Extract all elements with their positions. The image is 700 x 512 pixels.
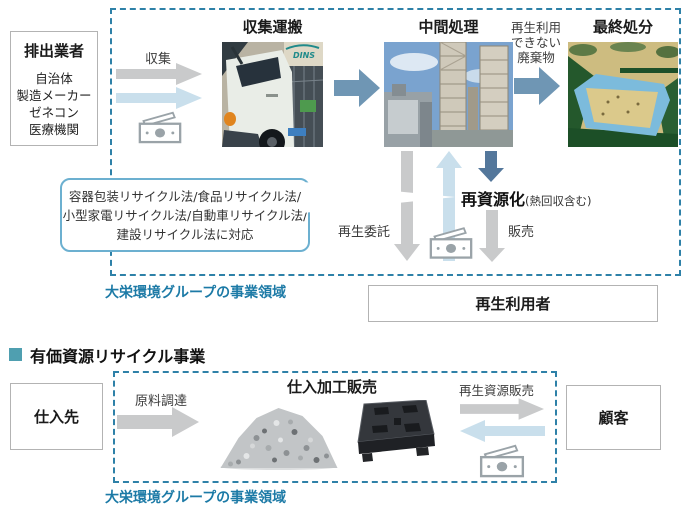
collection-truck-photo: DINS — [222, 42, 323, 147]
intermediate-title: 中間処理 — [418, 18, 479, 36]
section-header: 有価資源リサイクル事業 — [30, 347, 206, 366]
business-area-label-bottom: 大栄環境グループの事業領域 — [105, 490, 287, 506]
recycle-title: 再資源化 — [461, 190, 526, 209]
final-title: 最終処分 — [592, 18, 653, 36]
business-area-box-top — [110, 8, 681, 276]
collect-goods-arrow-icon — [116, 63, 202, 85]
source-box: 排出業者 自治体 製造メーカー ゼネコン 医療機関 — [10, 31, 98, 146]
recycle-suffix: (熱回収含む) — [525, 194, 592, 208]
source-item: 自治体 — [35, 70, 73, 86]
source-box-title: 排出業者 — [23, 41, 84, 60]
resource-sales-label: 再生資源販売 — [459, 383, 535, 398]
non-recyclable-label: 再生利用 できない 廃棄物 — [510, 20, 561, 65]
collection-title: 収集運搬 — [242, 18, 303, 36]
law-note-bubble: 容器包装リサイクル法/食品リサイクル法/ 小型家電リサイクル法/自動車リサイクル… — [60, 178, 310, 252]
money-icon — [429, 227, 473, 259]
payment-up-arrow-icon — [436, 151, 462, 261]
resource-payment-arrow-icon — [460, 420, 545, 442]
flow-arrow-collection-to-intermediate-icon — [334, 69, 380, 107]
recycle-heading: 再資源化(熱回収含む) — [461, 186, 592, 210]
recommission-label: 再生委託 — [338, 225, 391, 240]
resource-goods-arrow-icon — [460, 398, 544, 420]
procurement-arrow-icon — [117, 407, 199, 437]
money-icon — [479, 444, 525, 478]
law-note-text: 容器包装リサイクル法/食品リサイクル法/ 小型家電リサイクル法/自動車リサイクル… — [62, 188, 308, 242]
law-note-bubble-tail — [303, 182, 455, 213]
source-item: 医療機関 — [28, 121, 79, 137]
final-landfill-photo — [568, 42, 678, 147]
customer-box: 顧客 — [566, 385, 661, 450]
processing-title: 仕入加工販売 — [286, 378, 377, 396]
sales-down-arrow-icon — [479, 210, 505, 262]
source-item: 製造メーカー — [16, 87, 92, 103]
money-icon — [138, 111, 182, 144]
recommission-down-arrow-icon — [394, 151, 420, 261]
svg-text:DINS: DINS — [293, 51, 315, 60]
recycler-box: 再生利用者 — [368, 285, 658, 322]
source-item: ゼネコン — [29, 104, 79, 120]
business-area-box-bottom — [113, 371, 557, 483]
section-bullet-icon — [9, 348, 22, 361]
intermediate-plant-photo — [384, 42, 513, 147]
collect-payment-arrow-icon — [116, 87, 202, 109]
collect-label: 収集 — [144, 52, 171, 67]
recycle-in-arrow-icon — [478, 151, 504, 182]
business-area-label-top: 大栄環境グループの事業領域 — [105, 285, 287, 301]
flow-arrow-intermediate-to-final-icon — [514, 67, 560, 105]
supplier-box: 仕入先 — [10, 383, 103, 450]
procurement-label: 原料調達 — [134, 394, 187, 409]
sales-label: 販売 — [508, 225, 535, 240]
plastic-pallet-photo — [357, 400, 435, 462]
scrap-metal-photo — [220, 408, 338, 470]
